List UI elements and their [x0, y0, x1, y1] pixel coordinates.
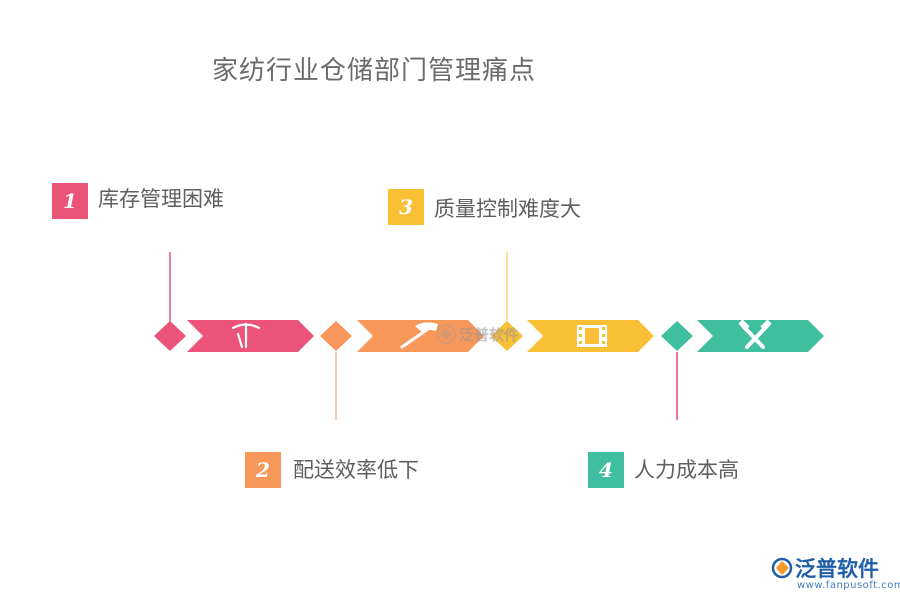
watermark-logo-icon: [436, 324, 456, 344]
diamond-1: [154, 321, 186, 351]
film-strip-icon: [577, 325, 607, 347]
step-label-4: 人力成本高: [634, 458, 739, 482]
page-title: 家纺行业仓储部门管理痛点: [212, 56, 537, 86]
step-badge-4: 4: [588, 452, 624, 488]
step-label-3: 质量控制难度大: [434, 197, 581, 221]
step-badge-2: 2: [245, 452, 281, 488]
watermark-text: 泛普软件: [459, 326, 520, 344]
diamond-4: [661, 321, 693, 351]
hammer-icon: [400, 322, 438, 349]
step-badge-1: 1: [52, 183, 88, 219]
chevron-arrow-1: [187, 320, 314, 352]
pickaxe-icon: [231, 322, 261, 349]
crossed-tools-icon: [738, 319, 772, 349]
brand-logo: 泛普软件 www.fanpusoft.com: [771, 553, 900, 593]
brand-logo-icon: [771, 557, 793, 579]
chevron-arrow-4: [697, 320, 824, 352]
brand-logo-url: www.fanpusoft.com: [797, 580, 900, 591]
step-label-2: 配送效率低下: [293, 458, 419, 482]
step-label-1: 库存管理困难: [98, 187, 224, 211]
step-badge-3: 3: [388, 189, 424, 225]
diamond-3: [491, 321, 523, 351]
diamond-2: [320, 321, 352, 351]
brand-logo-name: 泛普软件: [795, 557, 879, 581]
